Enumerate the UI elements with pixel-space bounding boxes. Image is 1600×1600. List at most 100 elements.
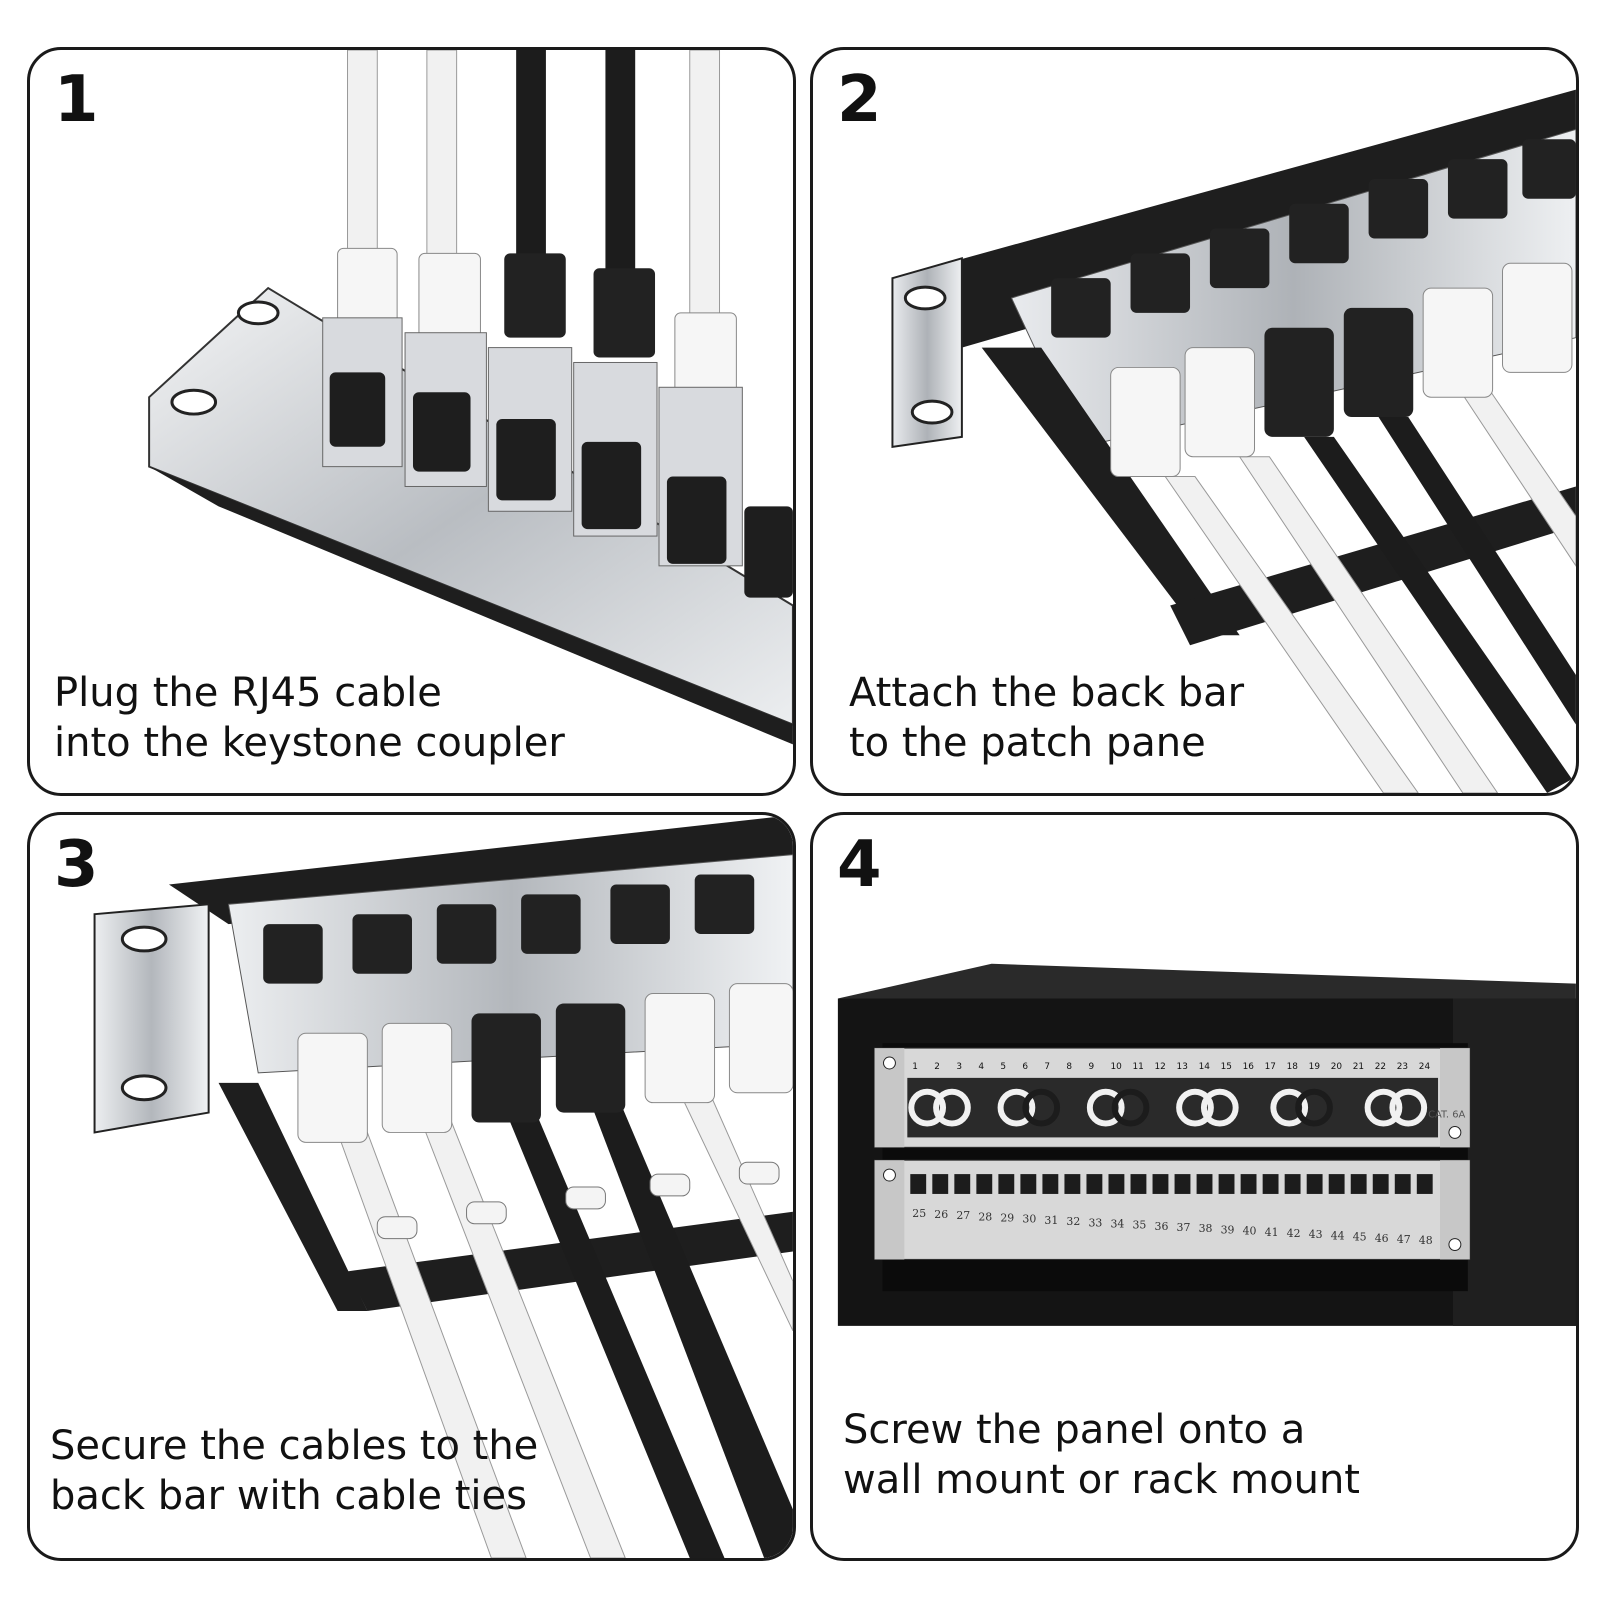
top-port-label: 6: [1022, 1062, 1028, 1072]
bottom-port-label: 41: [1265, 1226, 1279, 1239]
cable-tie-illustration: [93, 815, 793, 1558]
port-jack: [1020, 1174, 1037, 1194]
cable-group: [322, 50, 793, 598]
bottom-port-label: 38: [1199, 1222, 1213, 1235]
port-jack: [1064, 1174, 1081, 1194]
port-jack: [1328, 1174, 1345, 1194]
caption-line-1: Secure the cables to the: [50, 1423, 539, 1469]
top-port-label: 19: [1309, 1062, 1321, 1072]
bottom-port-label: 45: [1353, 1231, 1367, 1244]
bottom-port-label: 44: [1331, 1229, 1345, 1242]
step-number: 4: [837, 828, 882, 902]
step-caption: Plug the RJ45 cable into the keystone co…: [54, 668, 565, 768]
coupler-row: [263, 874, 755, 984]
bottom-port-label: 32: [1066, 1215, 1080, 1228]
port-jack: [954, 1174, 971, 1194]
port-jack: [1306, 1174, 1323, 1194]
bottom-port-label: 29: [1000, 1212, 1014, 1225]
caption-line-2: into the keystone coupler: [54, 720, 565, 766]
bottom-port-label: 37: [1177, 1221, 1191, 1234]
port-jack: [976, 1174, 993, 1194]
top-port-label: 23: [1397, 1062, 1408, 1072]
step-2-panel: 2 Attach the back bar to the patch pane: [810, 47, 1579, 796]
top-port-label: 8: [1066, 1062, 1072, 1072]
back-bar-illustration: [891, 89, 1576, 793]
port-jack: [1262, 1174, 1279, 1194]
port-jack: [1218, 1174, 1235, 1194]
step-number: 1: [54, 63, 99, 137]
cable-tie-group: [376, 1161, 780, 1240]
cable-group: [297, 983, 793, 1558]
top-port-label: 16: [1243, 1062, 1255, 1072]
bottom-port-label: 40: [1243, 1225, 1257, 1238]
top-port-label: 1: [912, 1062, 918, 1072]
step-number: 2: [837, 63, 882, 137]
bottom-port-label: 25: [912, 1207, 926, 1220]
top-port-label: 7: [1044, 1062, 1050, 1072]
top-port-label: 22: [1375, 1062, 1386, 1072]
bottom-port-label: 27: [956, 1209, 970, 1222]
bottom-port-label: 47: [1397, 1233, 1411, 1246]
cable-group: [1110, 262, 1576, 793]
caption-line-1: Attach the back bar: [849, 670, 1245, 716]
port-jack: [910, 1174, 927, 1194]
caption-line-2: wall mount or rack mount: [843, 1457, 1360, 1503]
bottom-port-label: 34: [1110, 1217, 1124, 1230]
port-jack: [1152, 1174, 1169, 1194]
top-port-label: 4: [978, 1062, 984, 1072]
caption-line-2: back bar with cable ties: [50, 1473, 527, 1519]
top-port-label: 20: [1331, 1062, 1343, 1072]
step-caption: Secure the cables to the back bar with c…: [50, 1421, 538, 1521]
bottom-port-jacks: [910, 1174, 1433, 1194]
bottom-port-label: 33: [1088, 1216, 1102, 1229]
coupler-row: [1051, 139, 1576, 338]
cable-loops: [908, 1088, 1428, 1127]
top-port-label: 21: [1353, 1062, 1364, 1072]
port-jack: [1042, 1174, 1059, 1194]
top-port-label: 3: [956, 1062, 962, 1072]
top-port-label: 15: [1221, 1062, 1232, 1072]
caption-line-2: to the patch pane: [849, 720, 1206, 766]
bottom-port-label: 28: [978, 1210, 992, 1223]
bottom-port-label: 35: [1133, 1219, 1147, 1232]
top-port-label: 5: [1000, 1062, 1006, 1072]
top-port-label: 9: [1088, 1062, 1094, 1072]
top-port-label: 18: [1287, 1062, 1299, 1072]
step-1-panel: 1 Plug the RJ45 cable into the keystone …: [27, 47, 796, 796]
port-jack: [1350, 1174, 1367, 1194]
port-jack: [932, 1174, 949, 1194]
bottom-port-label: 48: [1419, 1234, 1433, 1247]
step-caption: Screw the panel onto a wall mount or rac…: [843, 1405, 1360, 1505]
port-jack: [1086, 1174, 1103, 1194]
bottom-port-label: 30: [1022, 1213, 1036, 1226]
top-port-label: 13: [1177, 1062, 1188, 1072]
port-jack: [1284, 1174, 1301, 1194]
step-3-panel: 3 Secure the cables to the back bar with…: [27, 812, 796, 1561]
top-port-label: 17: [1265, 1062, 1276, 1072]
port-jack: [1240, 1174, 1257, 1194]
port-jack: [1372, 1174, 1389, 1194]
keystone-coupler-illustration: [148, 50, 793, 745]
caption-line-1: Screw the panel onto a: [843, 1407, 1306, 1453]
top-port-label: 11: [1133, 1062, 1144, 1072]
top-port-label: 10: [1110, 1062, 1122, 1072]
bottom-port-label: 39: [1221, 1223, 1235, 1236]
step-caption: Attach the back bar to the patch pane: [849, 668, 1244, 768]
port-jack: [1130, 1174, 1147, 1194]
top-port-label: 24: [1419, 1062, 1431, 1072]
bottom-port-label: 46: [1375, 1232, 1389, 1245]
bottom-port-label: 31: [1044, 1214, 1058, 1227]
port-jack: [998, 1174, 1015, 1194]
bottom-port-label: 36: [1155, 1220, 1169, 1233]
bottom-port-label: 43: [1309, 1228, 1323, 1241]
port-jack: [1174, 1174, 1191, 1194]
patch-panel-bottom: [874, 1159, 1471, 1260]
port-jack: [1416, 1174, 1433, 1194]
top-port-label: 14: [1199, 1062, 1211, 1072]
category-badge: CAT. 6A: [1428, 1110, 1465, 1121]
port-jack: [1394, 1174, 1411, 1194]
